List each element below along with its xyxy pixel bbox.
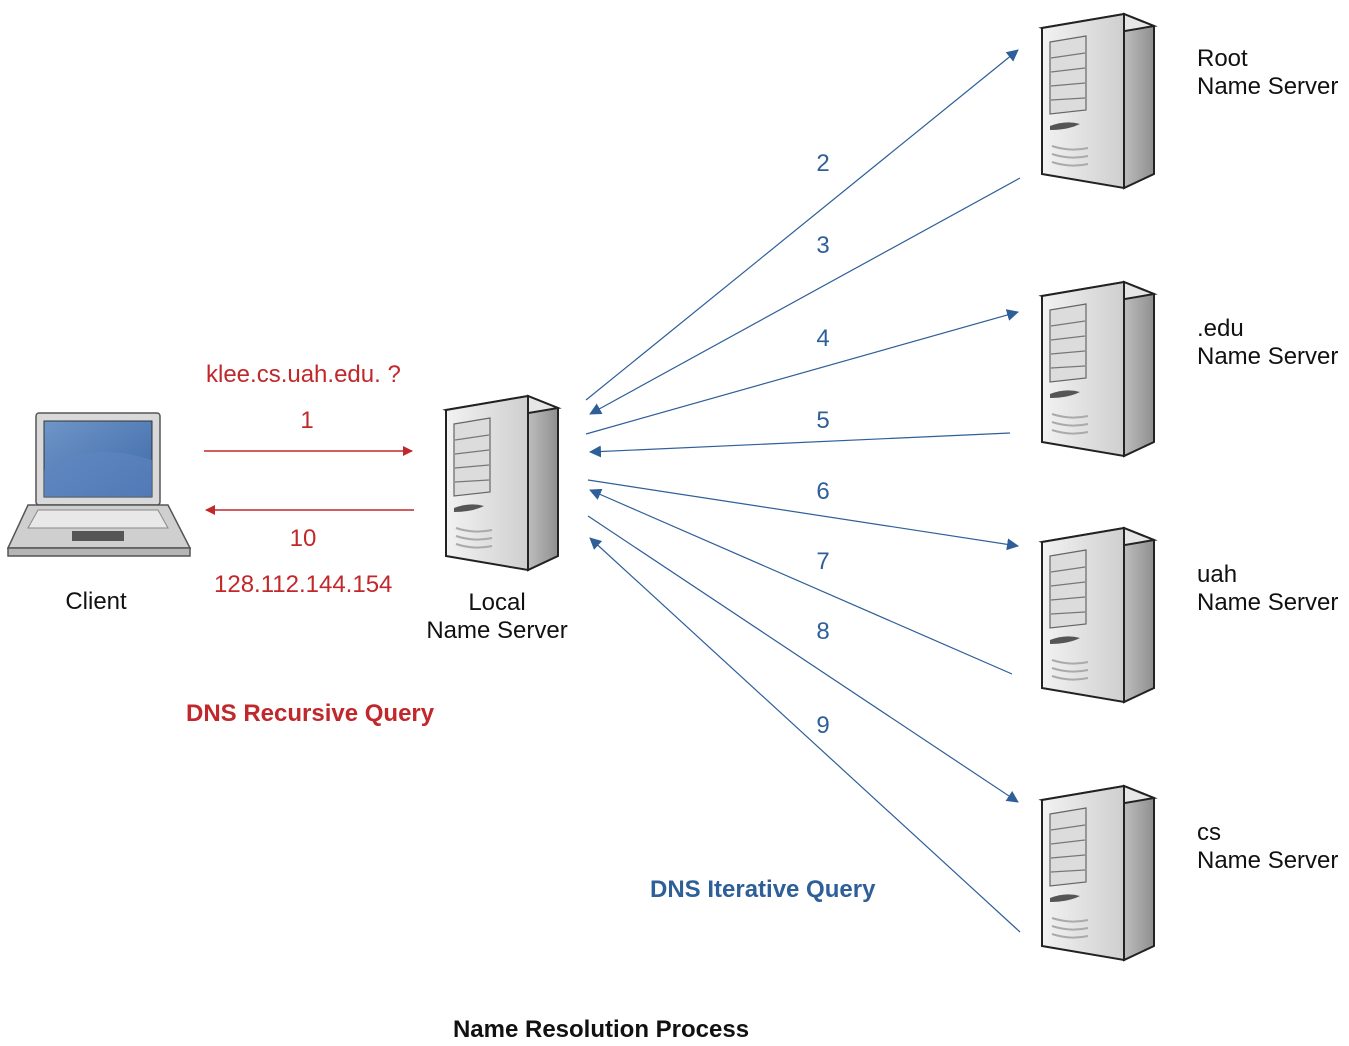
client-label: Client bbox=[65, 588, 127, 615]
arrow-step-6 bbox=[587, 479, 1019, 551]
arrow-step-4 bbox=[585, 309, 1019, 435]
recursive-caption: DNS Recursive Query bbox=[186, 700, 435, 727]
step-9-label: 9 bbox=[816, 712, 830, 739]
query-text: klee.cs.uah.edu. ? bbox=[206, 361, 401, 388]
local-server-label: Local Name Server bbox=[426, 589, 567, 645]
diagram-title: Name Resolution Process bbox=[452, 1016, 750, 1043]
step-7-label: 7 bbox=[816, 548, 830, 575]
edu-server-label-line2: Name Server bbox=[1197, 343, 1339, 370]
arrow-step-8 bbox=[587, 515, 1019, 803]
cs-server-label-line2: Name Server bbox=[1197, 847, 1339, 874]
edu-server-label-line1: .edu bbox=[1197, 315, 1244, 342]
local-server-icon bbox=[445, 395, 559, 571]
edu-server-icon bbox=[1041, 281, 1155, 457]
uah-server-icon bbox=[1041, 527, 1155, 703]
step-4-label: 4 bbox=[816, 325, 830, 352]
cs-server-label-line1: cs bbox=[1197, 819, 1221, 846]
edu-server-label: .edu Name Server bbox=[1197, 315, 1338, 371]
uah-server-label: uah Name Server bbox=[1197, 561, 1338, 617]
iterative-caption: DNS Iterative Query bbox=[650, 876, 876, 903]
step-5-label: 5 bbox=[816, 407, 830, 434]
root-server-icon bbox=[1041, 13, 1155, 189]
step-2-label: 2 bbox=[816, 150, 830, 177]
uah-server-label-line2: Name Server bbox=[1197, 589, 1339, 616]
step-6-label: 6 bbox=[816, 478, 830, 505]
arrow-step-7 bbox=[589, 488, 1013, 675]
root-server-label-line1: Root bbox=[1197, 45, 1248, 72]
cs-server-label: cs Name Server bbox=[1197, 819, 1338, 875]
arrow-step-5 bbox=[589, 432, 1011, 458]
local-server-label-line2: Name Server bbox=[426, 617, 568, 644]
step-3-label: 3 bbox=[816, 232, 830, 259]
cs-server-icon bbox=[1041, 785, 1155, 961]
arrow-step-2 bbox=[585, 49, 1019, 401]
step-8-label: 8 bbox=[816, 618, 830, 645]
uah-server-label-line1: uah bbox=[1197, 561, 1238, 588]
client-laptop-icon bbox=[6, 412, 192, 557]
root-server-label: Root Name Server bbox=[1197, 45, 1338, 101]
step-1-label: 1 bbox=[300, 407, 314, 434]
local-server-label-line1: Local bbox=[468, 589, 526, 616]
root-server-label-line2: Name Server bbox=[1197, 73, 1339, 100]
arrow-step-3 bbox=[589, 177, 1021, 415]
answer-text: 128.112.144.154 bbox=[214, 571, 393, 598]
arrow-step-9 bbox=[589, 537, 1021, 933]
step-10-label: 10 bbox=[289, 525, 317, 552]
